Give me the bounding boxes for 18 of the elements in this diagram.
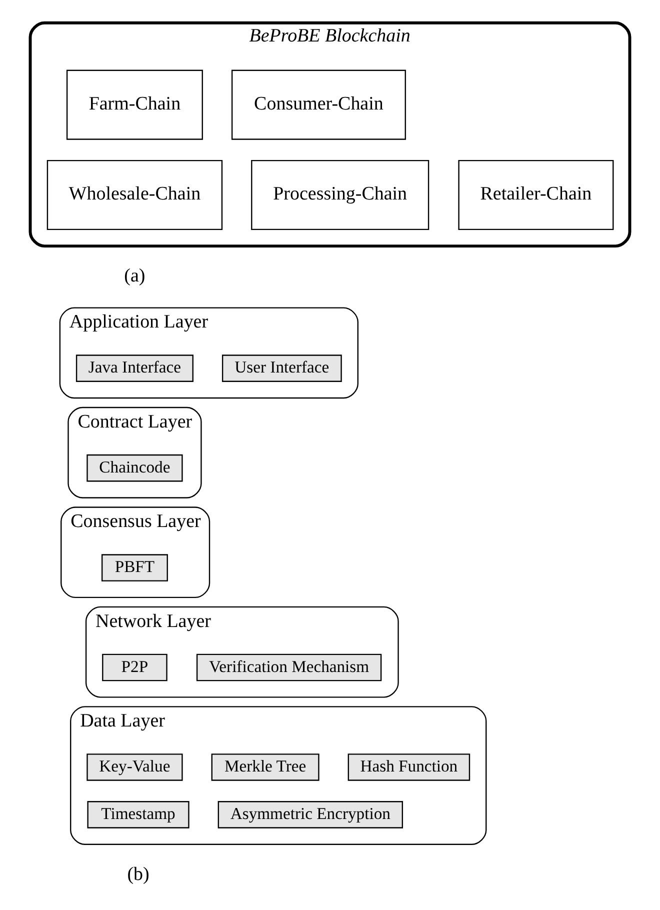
node-box: Key-Value: [86, 754, 183, 781]
label: (b): [127, 864, 150, 885]
node-box: Retailer-Chain: [458, 160, 614, 230]
node-box: Consumer-Chain: [231, 70, 406, 140]
node-box: Java Interface: [76, 354, 194, 382]
node-box: Timestamp: [87, 801, 190, 828]
label: (a): [124, 265, 146, 286]
node-box: Wholesale-Chain: [46, 160, 223, 230]
node-box: P2P: [102, 654, 168, 682]
node-box: User Interface: [222, 354, 342, 382]
node-box: Farm-Chain: [66, 70, 203, 140]
node-box: PBFT: [101, 554, 168, 582]
node-box: Hash Function: [348, 754, 470, 781]
node-box: Verification Mechanism: [196, 654, 382, 682]
node-box: Chaincode: [86, 454, 183, 482]
node-box: Merkle Tree: [211, 754, 320, 781]
node-box: Processing-Chain: [251, 160, 430, 230]
node-box: Asymmetric Encryption: [218, 801, 403, 828]
